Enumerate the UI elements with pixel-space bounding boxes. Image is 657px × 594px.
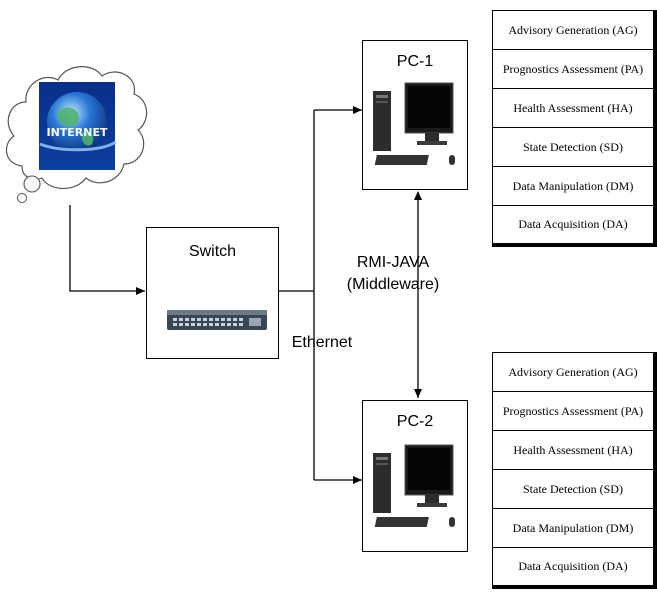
layer-box: Advisory Generation (AG) [492, 352, 654, 391]
layer-box: Data Acquisition (DA) [492, 547, 654, 586]
pc2-layer-stack: Advisory Generation (AG)Prognostics Asse… [492, 352, 657, 589]
desktop-computer-icon [373, 82, 455, 165]
internet-to-switch-line [69, 205, 145, 295]
layer-box: State Detection (SD) [492, 469, 654, 508]
layer-box: Data Acquisition (DA) [492, 205, 654, 244]
pc1-box: PC-1 [362, 40, 468, 190]
internet-logo-text: INTERNET [46, 126, 108, 139]
ethernet-label: Ethernet [291, 334, 353, 351]
switch-title: Switch [188, 243, 237, 260]
pc2-title: PC-2 [396, 413, 434, 430]
pc2-box: PC-2 [362, 400, 468, 552]
pc1-title: PC-1 [396, 53, 434, 70]
pc1-layer-stack: Advisory Generation (AG)Prognostics Asse… [492, 10, 657, 247]
layer-box: Prognostics Assessment (PA) [492, 391, 654, 430]
middleware-label: RMI-JAVA (Middleware) [346, 254, 440, 293]
layer-box: Advisory Generation (AG) [492, 10, 654, 49]
layer-box: Data Manipulation (DM) [492, 508, 654, 547]
layer-box: Health Assessment (HA) [492, 430, 654, 469]
layer-box: State Detection (SD) [492, 127, 654, 166]
layer-box: Prognostics Assessment (PA) [492, 49, 654, 88]
internet-cloud-icon: INTERNET [5, 66, 148, 203]
switch-box: Switch [146, 227, 279, 359]
layer-box: Data Manipulation (DM) [492, 166, 654, 205]
desktop-computer-icon [373, 444, 455, 527]
network-switch-icon [167, 310, 267, 330]
layer-box: Health Assessment (HA) [492, 88, 654, 127]
